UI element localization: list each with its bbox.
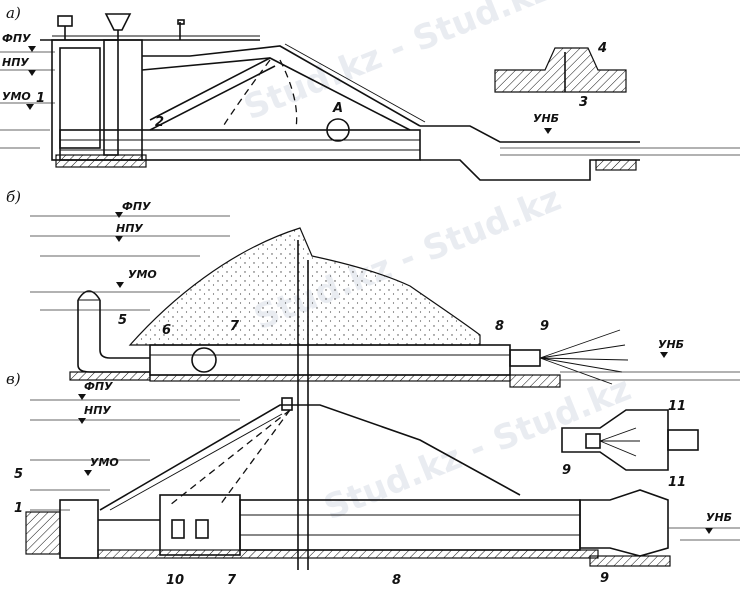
level-marker-icon	[78, 394, 86, 400]
outlet-chamber-v	[579, 489, 740, 567]
level-marker-icon	[78, 418, 86, 424]
panel-v-label: в)	[6, 370, 21, 388]
callout-7: 7	[230, 319, 240, 334]
level-marker-icon	[115, 212, 123, 218]
callout-11-v: 11	[668, 475, 686, 490]
intake-structure-v	[25, 499, 160, 559]
callout-8-v: 8	[392, 573, 401, 588]
callout-5: 5	[118, 313, 127, 328]
level-marker-icon	[28, 46, 36, 52]
level-umo-label: УМО	[2, 90, 31, 103]
level-marker-icon	[116, 282, 124, 288]
level-marker-icon	[544, 128, 552, 134]
level-marker-icon	[26, 104, 34, 110]
level-marker-icon	[84, 470, 92, 476]
level-npu-label-v: НПУ	[84, 404, 111, 417]
dam-body-v	[99, 397, 521, 511]
level-marker-icon	[28, 70, 36, 76]
callout-6: 6	[162, 323, 171, 338]
conduit-b	[149, 240, 511, 395]
level-umo-label-b: УМО	[128, 268, 157, 281]
panel-b: б) ФПУ НПУ УМО 5 6 7	[6, 188, 740, 395]
intake-tower	[40, 13, 260, 168]
callout-8: 8	[495, 319, 504, 334]
inset-joint-detail	[494, 47, 627, 93]
callout-9-v: 9	[600, 571, 609, 586]
level-marker-icon	[660, 352, 668, 358]
level-npu-label: НПУ	[2, 56, 29, 69]
panel-a-label: а)	[6, 4, 21, 22]
level-fpu-label: ФПУ	[2, 32, 31, 45]
conduit-a	[59, 118, 421, 161]
reservoir-water-v	[30, 399, 240, 511]
callout-9: 9	[540, 319, 549, 334]
inset-outlet-detail	[561, 409, 699, 471]
conduit-v	[97, 395, 599, 570]
level-npu-label-b: НПУ	[116, 222, 143, 235]
level-fpu-label-b: ФПУ	[122, 200, 151, 213]
valve-jet-spray	[509, 329, 740, 388]
callout-3: 3	[579, 95, 588, 110]
level-umo-label-v: УМО	[90, 456, 119, 469]
reservoir-water-b	[30, 215, 230, 311]
level-unb-label-v: УНБ	[706, 511, 732, 524]
level-marker-icon	[115, 236, 123, 242]
panel-v: в) ФПУ НПУ УМО 5 1	[6, 370, 740, 588]
dam-body-a	[141, 43, 426, 131]
panel-a: а) ФПУ НПУ УМО	[0, 4, 740, 181]
level-unb-label-a: УНБ	[533, 112, 559, 125]
callout-2: 2	[155, 115, 164, 130]
callout-11: 11	[668, 399, 686, 414]
callout-9-inset: 9	[562, 463, 571, 478]
callout-1: 1	[36, 91, 45, 106]
level-fpu-label-v: ФПУ	[84, 380, 113, 393]
level-unb-label-b: УНБ	[658, 338, 684, 351]
reservoir-water-a	[0, 51, 55, 149]
callout-1-v: 1	[14, 501, 23, 516]
earth-dam-b	[128, 227, 481, 346]
callout-5-v: 5	[14, 467, 23, 482]
callout-10: 10	[166, 573, 184, 588]
stilling-basin-a	[420, 125, 740, 181]
detail-a-label: A	[332, 101, 343, 116]
watermark-text: Stud.kz - Stud.kz	[238, 0, 556, 128]
panel-b-label: б)	[6, 188, 21, 206]
level-marker-icon	[705, 528, 713, 534]
callout-7-v: 7	[227, 573, 237, 588]
callout-4: 4	[597, 41, 607, 56]
